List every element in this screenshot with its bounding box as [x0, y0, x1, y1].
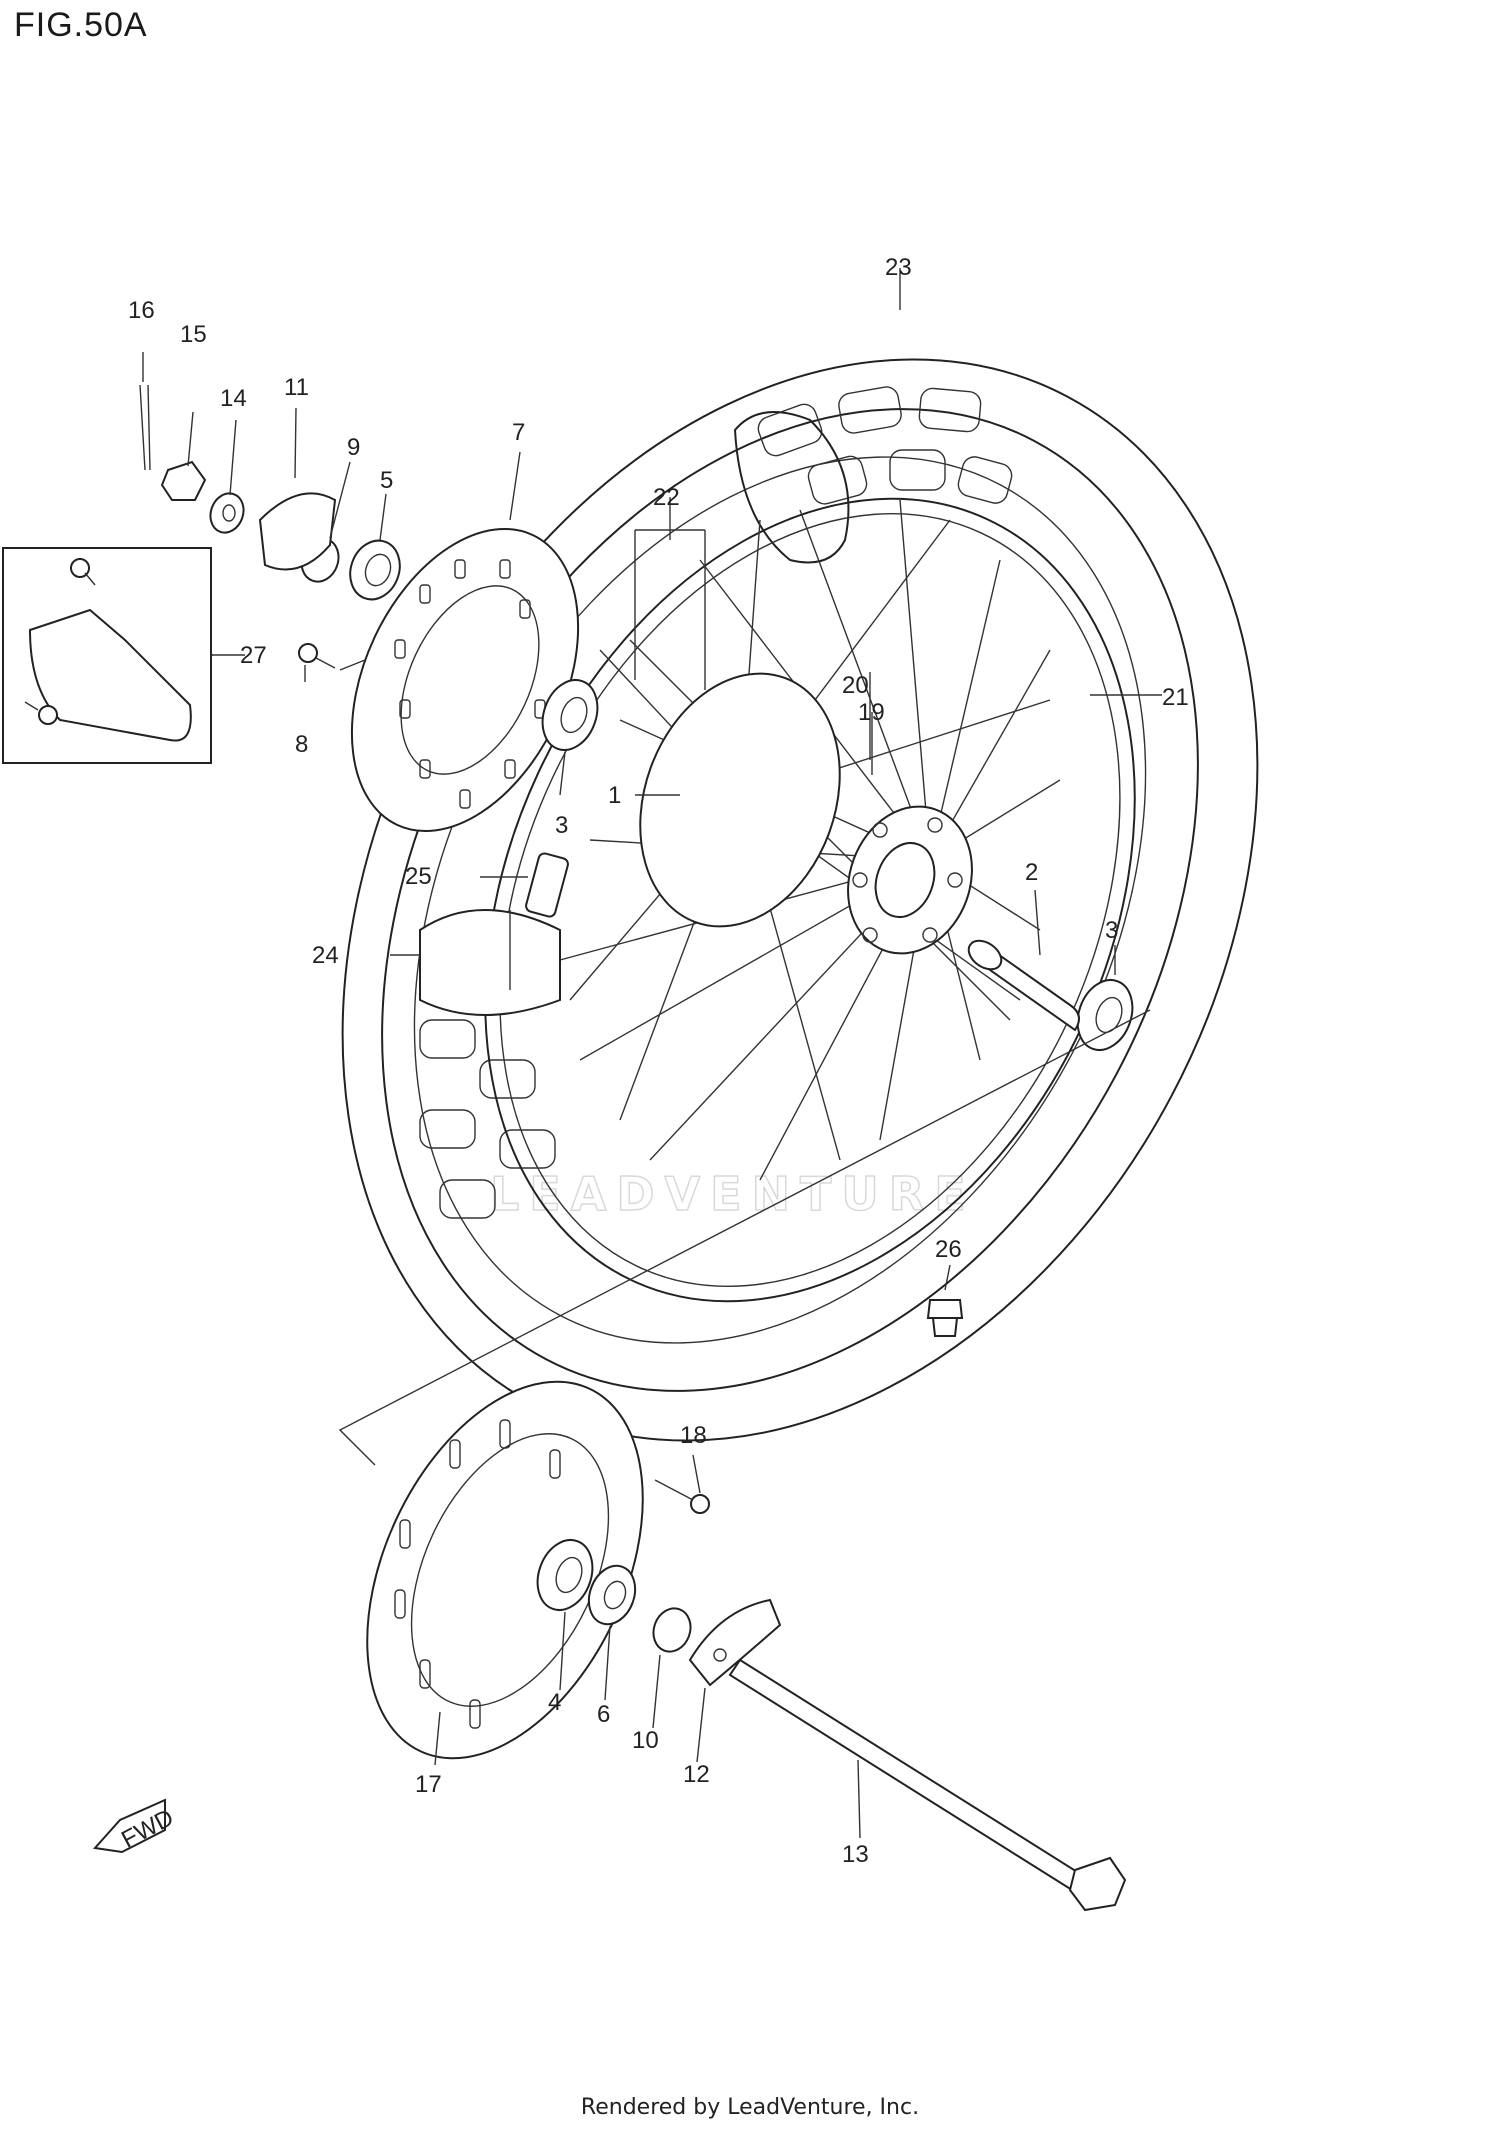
wheel-bearing-left	[541, 679, 599, 751]
brake-disc	[350, 527, 580, 833]
exploded-boundary	[338, 1009, 1151, 1466]
callout-10: 10	[632, 1727, 659, 1754]
callout-21: 21	[1162, 684, 1189, 711]
callout-24: 24	[312, 942, 339, 969]
callout-18: 18	[680, 1422, 707, 1449]
callout-12: 12	[683, 1761, 710, 1788]
balancer-26	[926, 1299, 964, 1337]
bearing-4	[536, 1539, 594, 1611]
chain-adjuster-12	[688, 1598, 782, 1687]
callout-26: 26	[935, 1236, 962, 1263]
bolt-8	[298, 643, 336, 669]
hub	[639, 672, 973, 955]
tire	[341, 358, 1259, 1442]
collar-10	[652, 1607, 692, 1653]
oil-seal-5	[349, 539, 401, 601]
cotter-pin-16	[139, 384, 151, 471]
callout-9: 9	[347, 434, 360, 461]
forward-arrow-icon: FWD	[93, 1798, 178, 1854]
axle-nut-15	[160, 460, 207, 501]
disc-guard-box	[2, 547, 212, 764]
oil-seal-6	[587, 1564, 637, 1626]
callout-labels: 1 2 3 3 4 5 6 7 8 9 10 11 12 13 14 15 16…	[128, 254, 1189, 1868]
callout-3a: 3	[555, 812, 568, 839]
rim-lock	[525, 852, 569, 918]
bolt-18	[654, 1479, 710, 1514]
leader-lines	[142, 268, 1162, 1839]
callout-19: 19	[858, 699, 885, 726]
callout-27: 27	[240, 642, 267, 669]
callout-22: 22	[653, 484, 680, 511]
footer-credit: Rendered by LeadVenture, Inc.	[580, 2095, 920, 2120]
rim-band	[419, 909, 561, 1016]
spacer	[967, 939, 1080, 1032]
callout-20: 20	[842, 672, 869, 699]
callout-8: 8	[295, 731, 308, 758]
callout-1: 1	[608, 782, 621, 809]
disc-cover-11	[258, 492, 337, 571]
callout-3b: 3	[1105, 917, 1118, 944]
washer-14	[209, 492, 245, 534]
watermark: LEADVENTURE	[490, 1167, 976, 1221]
callout-15: 15	[180, 321, 207, 348]
callout-14: 14	[220, 385, 247, 412]
callout-23: 23	[885, 254, 912, 281]
callout-25: 25	[405, 863, 432, 890]
axle-13	[728, 1658, 1127, 1912]
wheel-bearing-right	[1076, 979, 1134, 1051]
callout-6: 6	[597, 1701, 610, 1728]
callout-11: 11	[284, 374, 309, 401]
callout-13: 13	[842, 1841, 869, 1868]
callout-4: 4	[548, 1689, 561, 1716]
figure-title: FIG.50A	[14, 6, 148, 44]
callout-16: 16	[128, 297, 155, 324]
callout-2: 2	[1025, 859, 1038, 886]
callout-5: 5	[380, 467, 393, 494]
callout-17: 17	[415, 1771, 442, 1798]
callout-7: 7	[512, 419, 525, 446]
